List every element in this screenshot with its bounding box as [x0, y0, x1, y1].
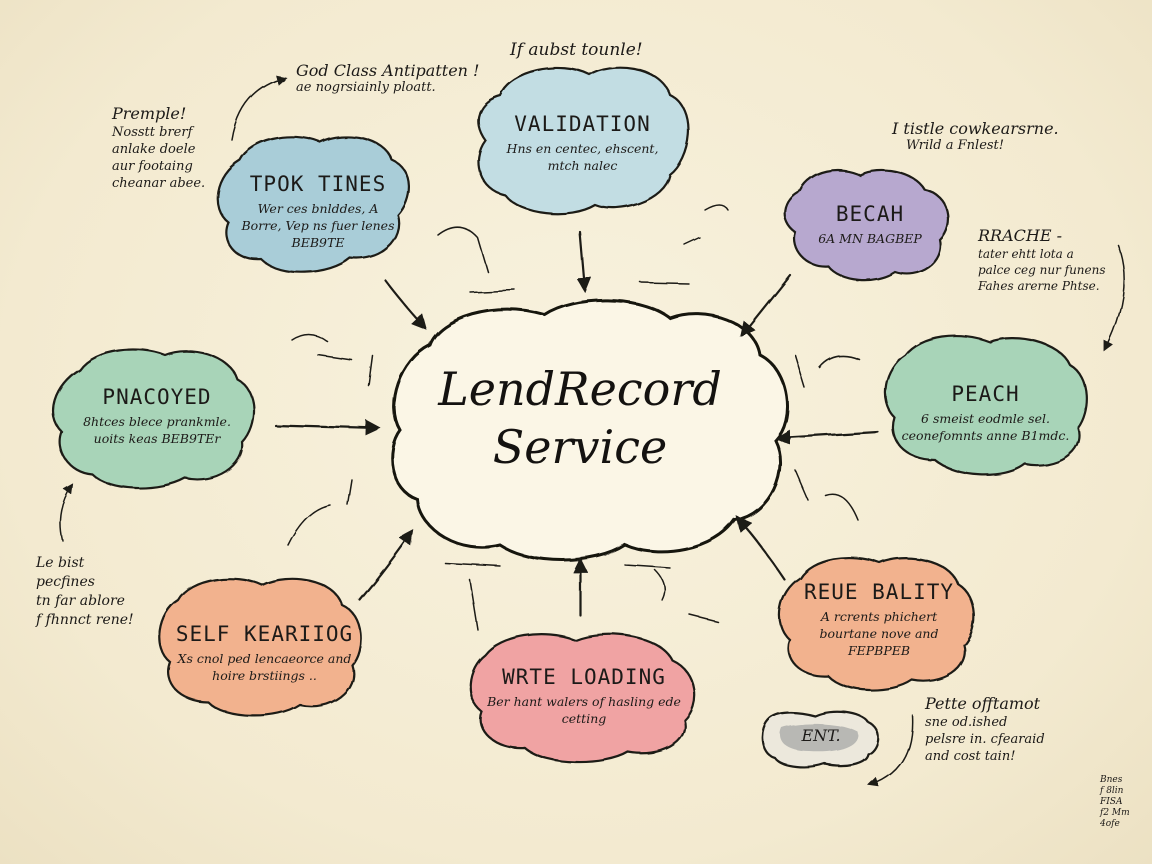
ent-gray-smudge [780, 723, 859, 753]
reue-cloud [778, 556, 975, 692]
central-title-line2: Service [492, 420, 668, 474]
becah-title: BECAH [835, 202, 905, 226]
ent-node: ENT. [776, 727, 866, 744]
connector-god-note [231, 75, 288, 141]
pnacoyed-desc: 8htces blece prankmle. uoits keas BEB9TE… [83, 414, 231, 446]
validation-node: VALIDATION Hns en centec, ehscent, mtch … [490, 112, 675, 174]
doodle-left-lower [287, 479, 353, 546]
pnacoyed-title: PNACOYED [102, 385, 212, 409]
reue-desc: A rcrents phichert bourtane nove and FEP… [819, 609, 939, 658]
central-title-line1: LendRecord [438, 362, 722, 416]
reue-node: REUE BALITY A rcrents phichert bourtane … [795, 580, 963, 659]
pnacoyed-cloud [52, 348, 255, 490]
validation-desc: Hns en centec, ehscent, mtch nalec [506, 141, 659, 173]
note-bottom-right-line: and cost tain! [925, 749, 1016, 764]
central-cloud [390, 298, 789, 562]
note-reache-line: tater ehtt lota a [978, 247, 1074, 261]
note-premple-line: cheanar abee. [112, 176, 206, 191]
note-god-class-line1: God Class Antipatten ! [296, 61, 480, 80]
note-left-bottom-line: Le bist [36, 555, 85, 571]
doodle-right-lower [794, 469, 859, 521]
peach-desc: 6 smeist eodmle sel. ceonefomnts anne B1… [901, 411, 1070, 443]
write-desc: Ber hant walers of hasling ede cetting [487, 694, 681, 726]
validation-title: VALIDATION [514, 112, 651, 136]
doodle-left-upper [291, 333, 373, 386]
tpok-cloud [216, 135, 410, 274]
corner-signature-line: FISA [1100, 797, 1123, 807]
write-title: WRTE LOADING [502, 665, 666, 689]
corner-signature-line: f 8lin [1100, 786, 1124, 796]
tpok-title: TPOK TINES [249, 172, 387, 196]
note-left-bottom: Le bist pecfines tn far ablore f fhnnct … [36, 554, 166, 630]
validation-cloud [476, 66, 691, 215]
note-god-class: God Class Antipatten ! ae nogrsiainly pl… [296, 62, 496, 96]
note-reache-line: palce ceg nur funens [978, 263, 1106, 277]
note-tistle: I tistle cowkearsrne. Wrild a Fnlest! [892, 120, 1082, 154]
note-premple-line: Nosstt brerf [112, 125, 193, 140]
note-god-class-line2: ae nogrsiainly ploatt. [296, 80, 436, 95]
doodle-bottom-right [624, 564, 719, 623]
self-desc: Xs cnol ped lencaeorce and hoire brstiin… [177, 651, 352, 683]
ent-title: ENT. [801, 726, 841, 745]
doodle-squiggle-top-left [437, 226, 489, 273]
note-left-bottom-line: pecfines [36, 574, 95, 590]
connector-bottom-right-note [868, 714, 913, 788]
corner-signature-line: f2 Mm [1100, 808, 1130, 818]
doodle-right-upper [794, 354, 861, 389]
arrow-self [358, 529, 414, 602]
note-premple-head: Premple! [112, 104, 187, 123]
note-bottom-right-head: Pette offtamot [925, 694, 1041, 713]
corner-signature-line: Bnes [1100, 775, 1123, 785]
arrow-validation [576, 230, 592, 294]
central-title: LendRecord Service [430, 360, 730, 476]
self-cloud [158, 577, 362, 717]
peach-cloud [884, 334, 1088, 476]
self-title: SELF KEARIIOG [175, 622, 354, 646]
tpok-desc: Wer ces bnlddes, A Borre, Vep ns fuer le… [241, 201, 395, 250]
self-node: SELF KEARIIOG Xs cnol ped lencaeorce and… [172, 622, 357, 684]
arrow-becah [740, 273, 792, 338]
note-premple-line: aur footaing [112, 159, 193, 174]
note-reache-line: Fahes arerne Phtse. [978, 279, 1100, 293]
note-tistle-line2: Wrild a Fnlest! [906, 138, 1005, 153]
write-cloud [469, 633, 696, 764]
note-premple: Premple! Nosstt brerf anlake doele aur f… [112, 105, 232, 192]
note-top-center-text: If aubst tounle! [510, 40, 643, 60]
doodle-squiggle-top-right [684, 204, 729, 246]
write-node: WRTE LOADING Ber hant walers of hasling … [484, 665, 684, 727]
becah-desc: 6A MN BAGBEP [818, 231, 922, 246]
note-bottom-right: Pette offtamot sne od.ished pelsre in. c… [925, 695, 1075, 765]
becah-cloud [783, 168, 950, 282]
peach-title: PEACH [951, 382, 1020, 406]
pnacoyed-node: PNACOYED 8htces blece prankmle. uoits ke… [68, 385, 246, 447]
peach-node: PEACH 6 smeist eodmle sel. ceonefomnts a… [893, 382, 1078, 444]
note-bottom-right-line: pelsre in. cfearaid [925, 732, 1045, 747]
note-top-center: If aubst tounle! [510, 42, 680, 60]
becah-node: BECAH 6A MN BAGBEP [800, 202, 940, 247]
doodle-line-top-left [469, 289, 516, 293]
corner-signature-line: 4ofe [1100, 819, 1120, 829]
arrow-peach [774, 429, 880, 445]
tpok-node: TPOK TINES Wer ces bnlddes, A Borre, Vep… [238, 172, 398, 251]
note-tistle-line1: I tistle cowkearsrne. [892, 119, 1059, 138]
note-reache: RRACHE - tater ehtt lota a palce ceg nur… [978, 228, 1138, 294]
reue-title: REUE BALITY [803, 580, 955, 604]
doodle-line-top-right [639, 281, 689, 284]
note-left-bottom-line: f fhnnct rene! [36, 612, 134, 628]
corner-signature: Bnes f 8lin FISA f2 Mm 4ofe [1100, 775, 1145, 830]
arrow-tpok [383, 278, 428, 331]
connector-left-note [59, 483, 74, 541]
arrow-reue [736, 515, 787, 582]
doodle-bottom-left [444, 562, 501, 631]
note-reache-head: RRACHE - [978, 226, 1063, 245]
connector-reache-note [1104, 244, 1125, 352]
note-premple-line: anlake doele [112, 142, 196, 157]
arrow-pnacoyed [273, 419, 382, 436]
note-bottom-right-line: sne od.ished [925, 715, 1008, 730]
note-left-bottom-line: tn far ablore [36, 593, 125, 609]
